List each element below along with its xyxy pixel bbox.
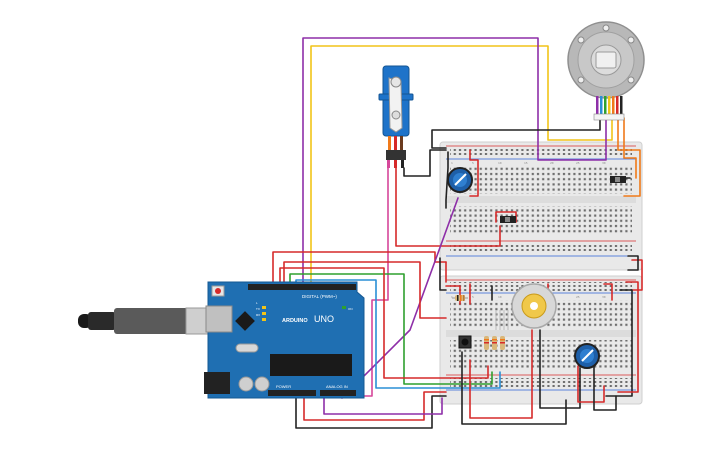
- col-number: 10: [498, 295, 502, 299]
- resistor-left[interactable]: [452, 295, 468, 301]
- wire-black-rail-link[interactable]: [627, 255, 639, 271]
- wire-orange-stepper-2[interactable]: [623, 117, 637, 179]
- wire-red-upper-pot[interactable]: [469, 149, 479, 197]
- breadboard-top-col-numbers: 1 5 10 15 20 25 30: [451, 161, 606, 165]
- dc-motor[interactable]: [511, 283, 557, 329]
- arduino-model: UNO: [314, 314, 334, 324]
- wire-red-right-bottom[interactable]: [617, 281, 639, 393]
- arduino-logo: ARDUINO: [282, 318, 308, 324]
- wire-black-servo[interactable]: [403, 149, 447, 177]
- analog-label: ANALOG IN: [326, 384, 348, 389]
- wire-green-arduino[interactable]: [289, 273, 493, 385]
- col-number: 5: [472, 161, 474, 165]
- col-number: 25: [576, 161, 580, 165]
- wire-red-pin-b[interactable]: [283, 261, 447, 319]
- wire-black-upper-pot[interactable]: [445, 151, 449, 209]
- col-number: 15: [524, 161, 528, 165]
- col-number: 1: [451, 161, 453, 165]
- stepper-leads: [593, 96, 625, 121]
- col-number: 20: [550, 161, 554, 165]
- digital-header: [248, 284, 356, 290]
- push-button[interactable]: [458, 335, 472, 349]
- power-header: [268, 390, 316, 396]
- wire-purple-stepper[interactable]: [302, 37, 607, 285]
- wire-purple-bottom[interactable]: [323, 397, 443, 415]
- wire-purple-pot[interactable]: [341, 197, 459, 399]
- wire-blue-arduino[interactable]: [295, 279, 501, 389]
- l-label: L: [256, 301, 258, 305]
- wire-black-motor[interactable]: [539, 329, 581, 409]
- servo-motor[interactable]: [378, 65, 414, 168]
- usb-socket: [205, 305, 233, 333]
- resistor[interactable]: [484, 336, 489, 350]
- wire-black-top-rail[interactable]: [431, 117, 601, 149]
- on-label: ON: [348, 307, 353, 311]
- wires: [272, 37, 643, 429]
- wire-red-bottom-internal[interactable]: [469, 329, 533, 419]
- wire-yellow-stepper[interactable]: [310, 45, 613, 285]
- rgb-led[interactable]: [495, 310, 509, 330]
- stepper-motor[interactable]: [567, 21, 645, 121]
- potentiometer-bottom[interactable]: [574, 343, 600, 369]
- power-jack: [204, 372, 230, 394]
- rx-label: RX: [256, 313, 260, 317]
- slide-switch-top-right[interactable]: [610, 176, 626, 183]
- col-number: 25: [576, 295, 580, 299]
- col-number: 10: [498, 161, 502, 165]
- wire-red-rail-link[interactable]: [631, 259, 643, 291]
- arduino-uno[interactable]: DIGITAL (PWM~) ARDUINO UNO POWER ANALOG …: [204, 281, 365, 399]
- col-number: 30: [602, 295, 606, 299]
- resistor[interactable]: [492, 336, 497, 350]
- wire-black-pot-bottom[interactable]: [593, 365, 617, 411]
- wire-black-bottom-internal[interactable]: [461, 351, 567, 425]
- breadboard-bottom: 1 5 10 15 20 25 30: [439, 275, 643, 405]
- digital-label: DIGITAL (PWM~): [302, 294, 337, 299]
- wire-red-servo[interactable]: [395, 167, 501, 247]
- wire-red-bottom-rail-right[interactable]: [603, 283, 613, 301]
- wire-pink-servo[interactable]: [351, 167, 389, 397]
- wire-black-right-bottom[interactable]: [605, 289, 633, 397]
- wire-red-power-main[interactable]: [272, 251, 447, 285]
- power-label: POWER: [276, 384, 291, 389]
- usb-cable[interactable]: [78, 307, 211, 335]
- wire-red-pot-bottom[interactable]: [577, 365, 605, 403]
- wire-red-pin-a[interactable]: [279, 267, 489, 379]
- wire-red-5v-bottom[interactable]: [303, 391, 447, 421]
- atmega-chip: [270, 354, 352, 376]
- potentiometer-top[interactable]: [447, 167, 473, 193]
- col-number: 30: [602, 161, 606, 165]
- breadboard-top: 1 5 10 15 20 25 30: [439, 141, 643, 271]
- col-number: 5: [472, 295, 474, 299]
- arduino-board: [207, 281, 365, 399]
- wire-orange-stepper[interactable]: [617, 117, 641, 197]
- wire-black-gnd-bottom[interactable]: [295, 395, 447, 429]
- slide-switch-top-middle[interactable]: [500, 216, 516, 223]
- resistor[interactable]: [500, 336, 505, 350]
- analog-header: [320, 390, 356, 396]
- tx-label: TX: [256, 307, 260, 311]
- wire-black-top-left[interactable]: [439, 257, 447, 291]
- resistor-bank[interactable]: [484, 336, 505, 350]
- col-number: 1: [451, 295, 453, 299]
